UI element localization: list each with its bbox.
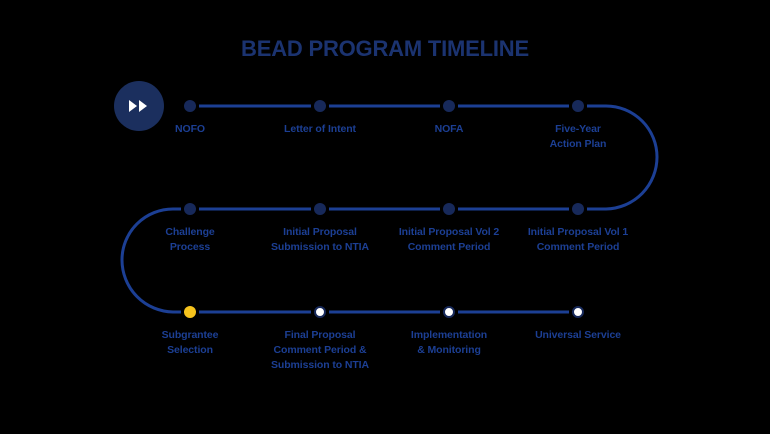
milestone-label: Letter of Intent [284, 123, 356, 135]
milestone-node[interactable]: NOFO [126, 100, 254, 137]
milestone-dot-completed[interactable] [184, 100, 196, 112]
milestone-dot-completed[interactable] [314, 100, 326, 112]
milestone-dot-upcoming[interactable] [443, 306, 455, 318]
milestone-dot-upcoming[interactable] [572, 306, 584, 318]
milestone-label: Universal Service [535, 329, 621, 341]
milestone-dot-completed[interactable] [572, 203, 584, 215]
milestone-node[interactable]: Final Proposal Comment Period & Submissi… [256, 306, 384, 373]
milestone-label: Five-Year Action Plan [549, 123, 607, 150]
milestone-node[interactable]: Implementation & Monitoring [385, 306, 513, 358]
milestone-label: NOFA [434, 123, 464, 135]
milestone-node[interactable]: Five-Year Action Plan [514, 100, 642, 152]
milestone-node[interactable]: Challenge Process [126, 203, 254, 255]
milestone-dot-completed[interactable] [443, 203, 455, 215]
milestone-dot-completed[interactable] [443, 100, 455, 112]
timeline-start-badge [114, 81, 164, 131]
milestone-node[interactable]: Subgrantee Selection [126, 306, 254, 358]
milestone-label: Final Proposal Comment Period & Submissi… [271, 329, 369, 371]
milestone-dot-upcoming[interactable] [314, 306, 326, 318]
milestone-label: NOFO [175, 123, 205, 135]
milestone-node[interactable]: Letter of Intent [256, 100, 384, 137]
milestone-dot-completed[interactable] [314, 203, 326, 215]
milestone-node[interactable]: Initial Proposal Vol 2 Comment Period [385, 203, 513, 255]
milestone-dot-completed[interactable] [184, 203, 196, 215]
milestone-node[interactable]: Universal Service [514, 306, 642, 343]
milestone-dot-active[interactable] [184, 306, 196, 318]
milestone-label: Challenge Process [165, 226, 215, 253]
milestone-label: Implementation & Monitoring [410, 329, 488, 356]
milestone-node[interactable]: NOFA [385, 100, 513, 137]
milestone-label: Subgrantee Selection [161, 329, 219, 356]
double-chevron-right-icon [129, 100, 147, 112]
milestone-node[interactable]: Initial Proposal Submission to NTIA [256, 203, 384, 255]
milestone-label: Initial Proposal Vol 1 Comment Period [527, 226, 629, 253]
milestone-node[interactable]: Initial Proposal Vol 1 Comment Period [514, 203, 642, 255]
milestone-dot-completed[interactable] [572, 100, 584, 112]
milestone-label: Initial Proposal Submission to NTIA [271, 226, 369, 253]
milestone-label: Initial Proposal Vol 2 Comment Period [398, 226, 500, 253]
page-title: BEAD PROGRAM TIMELINE [241, 36, 529, 61]
